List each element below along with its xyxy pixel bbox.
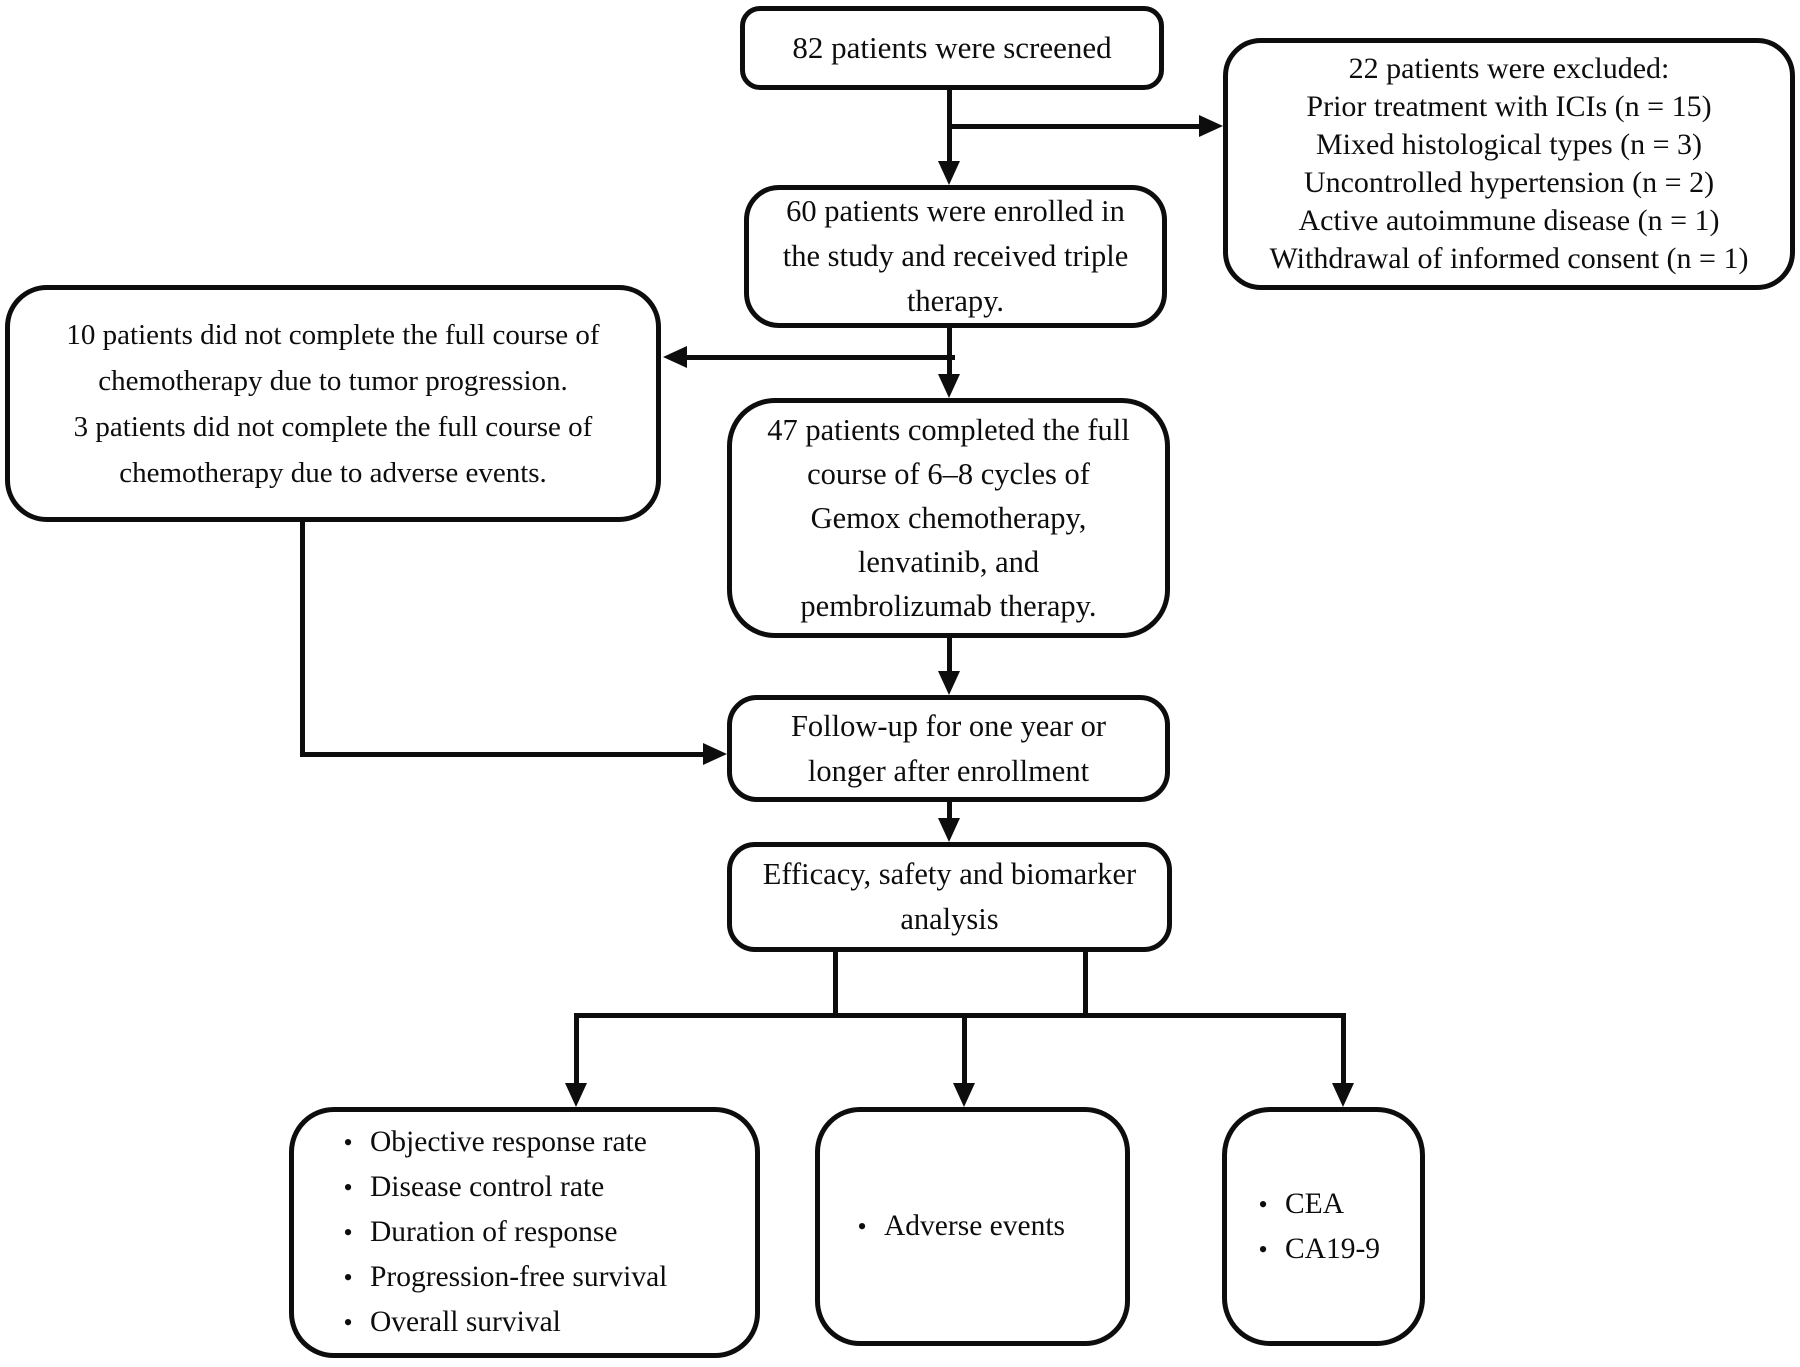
connector-enrolled-not-completed [687,355,955,360]
arrowhead-left-icon [663,346,687,368]
analysis-text: Efficacy, safety and biomarker [762,857,1137,891]
box-follow-up: Follow-up for one year or longer after e… [727,695,1170,802]
not-completed-text: chemotherapy due to adverse events. [119,456,547,489]
arrowhead-right-icon [703,743,727,765]
bullet-icon: • [343,1263,353,1292]
bullet-icon: • [343,1308,353,1337]
follow-up-text: Follow-up for one year or [790,708,1107,743]
arrowhead-down-icon [938,671,960,695]
excluded-title: 22 patients were excluded: [1348,52,1670,85]
excluded-reason: Prior treatment with ICIs (n = 15) [1306,90,1712,123]
bullet-item: • CEA [1241,1182,1420,1227]
connector-rail-biomarker-outcomes [1341,1018,1346,1083]
completed-text: pembrolizumab therapy. [800,589,1097,623]
connector-follow-up-analysis [947,802,952,818]
box-screened-text: 82 patients were screened [792,30,1112,65]
arrowhead-down-icon [953,1083,975,1107]
bullet-item: • Duration of response [326,1210,755,1255]
arrowhead-down-icon [565,1083,587,1107]
box-not-completed: 10 patients did not complete the full co… [5,285,661,522]
arrowhead-down-icon [938,374,960,398]
enrolled-text: the study and received triple [782,239,1129,273]
box-safety-outcomes: • Adverse events [815,1107,1130,1346]
enrolled-text: 60 patients were enrolled in [786,194,1125,228]
bullet-text: Progression-free survival [370,1261,668,1293]
box-biomarker-outcomes: • CEA • CA19-9 [1222,1107,1425,1346]
box-completed: 47 patients completed the full course of… [727,398,1170,638]
bullet-text: CA19-9 [1285,1232,1381,1265]
completed-text: Gemox chemotherapy, [810,501,1087,535]
box-analysis: Efficacy, safety and biomarker analysis [727,842,1172,952]
bullet-icon: • [1258,1189,1268,1219]
bullet-text: Adverse events [884,1210,1066,1242]
bullet-icon: • [343,1128,353,1157]
connector-not-completed-follow-up-vertical [300,522,305,757]
bullet-text: Duration of response [370,1216,618,1248]
arrowhead-down-icon [938,818,960,842]
excluded-reason: Uncontrolled hypertension (n = 2) [1303,166,1715,199]
not-completed-text: 3 patients did not complete the full cou… [73,410,593,443]
completed-text: course of 6–8 cycles of [807,457,1090,491]
excluded-reason: Mixed histological types (n = 3) [1315,128,1703,161]
bullet-icon: • [343,1173,353,1202]
box-excluded: 22 patients were excluded: Prior treatme… [1223,38,1795,290]
not-completed-text: chemotherapy due to tumor progression. [98,364,568,397]
connector-screened-excluded [950,124,1199,129]
box-screened: 82 patients were screened [740,6,1164,90]
connector-completed-follow-up [947,638,952,671]
connector-rail-efficacy-outcomes [574,1013,579,1083]
connector-not-completed-follow-up-horizontal [300,752,703,757]
connector-analysis-rail-left-stub [833,952,838,1018]
excluded-reason: Active autoimmune disease (n = 1) [1298,204,1720,237]
bullet-icon: • [343,1218,353,1247]
bullet-item: • Disease control rate [326,1165,755,1210]
connector-rail-safety-outcomes [962,1018,967,1083]
bullet-text: Objective response rate [370,1126,647,1158]
not-completed-text: 10 patients did not complete the full co… [66,318,600,351]
bullet-icon: • [1258,1234,1268,1264]
connector-screened-enrolled [947,88,952,161]
enrolled-text: therapy. [906,284,1005,318]
bullet-item: • Adverse events [840,1204,1125,1249]
bullet-item: • Overall survival [326,1300,755,1345]
bullet-item: • Objective response rate [326,1120,755,1165]
completed-text: lenvatinib, and [857,545,1040,579]
box-efficacy-outcomes: • Objective response rate • Disease cont… [289,1107,760,1358]
connector-enrolled-completed [947,328,952,374]
arrowhead-down-icon [938,161,960,185]
arrowhead-down-icon [1332,1083,1354,1107]
excluded-reason: Withdrawal of informed consent (n = 1) [1269,242,1749,275]
bullet-item: • CA19-9 [1241,1227,1420,1272]
bullet-icon: • [857,1212,867,1241]
connector-analysis-rail-right-stub [1083,952,1088,1018]
box-enrolled: 60 patients were enrolled in the study a… [744,185,1167,328]
bullet-text: Overall survival [370,1306,561,1338]
connector-rail [574,1013,1346,1018]
bullet-item: • Progression-free survival [326,1255,755,1300]
bullet-text: Disease control rate [370,1171,605,1203]
follow-up-text: longer after enrollment [807,753,1090,788]
completed-text: 47 patients completed the full [767,413,1130,447]
bullet-text: CEA [1285,1187,1344,1220]
arrowhead-right-icon [1199,115,1223,137]
analysis-text: analysis [900,902,999,936]
